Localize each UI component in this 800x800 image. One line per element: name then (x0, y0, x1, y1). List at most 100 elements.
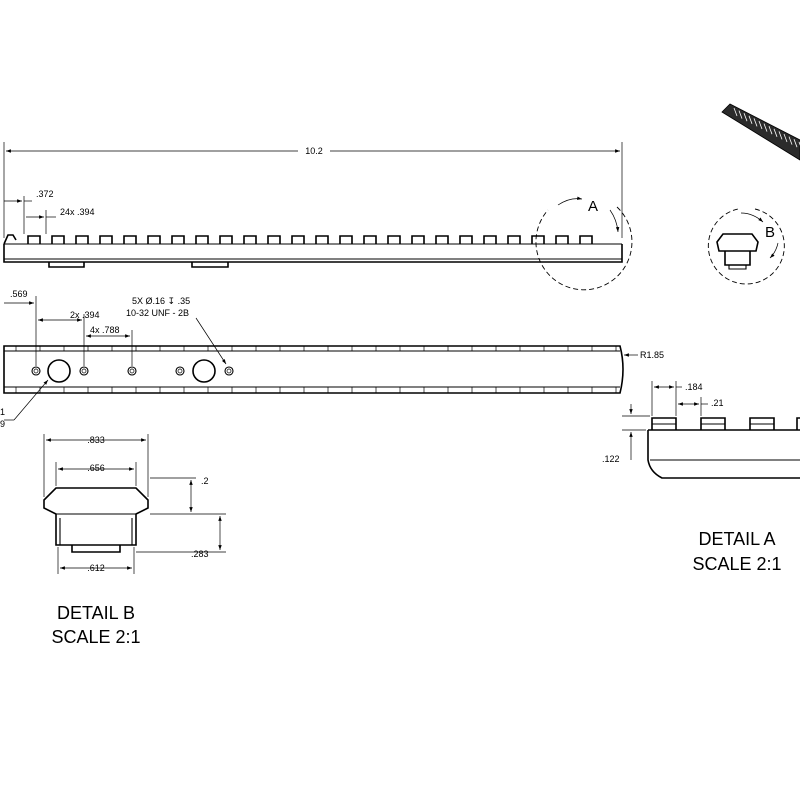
iso-slot-line (783, 133, 788, 143)
top-width-label: .833 (87, 435, 105, 445)
detail-a-title: DETAIL A (698, 529, 775, 549)
detail-a-scale: SCALE 2:1 (692, 554, 781, 574)
side-view: 5X Ø.16 ↧ .35 10-32 UNF - 2B .569 2x .39… (0, 289, 664, 429)
rail-outline (3, 244, 623, 263)
detail-b-scale: SCALE 2:1 (51, 627, 140, 647)
detail-b: .833 .656 .2 .283 .612 DETAIL B SCALE 2:… (43, 434, 226, 647)
rail-slot (363, 235, 377, 244)
first-slot-offset-label: .372 (36, 189, 54, 199)
rail-slot (99, 235, 113, 244)
iso-slot-line (773, 128, 778, 137)
threaded-hole-inner (129, 368, 135, 374)
detail-a-profile (647, 429, 800, 479)
detail-b-circle (707, 208, 785, 285)
counterbore-leader (13, 379, 49, 421)
rail-side-outline (3, 345, 624, 394)
threaded-hole-inner (33, 368, 39, 374)
overall-length-label: 10.2 (305, 146, 323, 156)
iso-slot-line (768, 126, 773, 135)
detail-b-callout: B (765, 224, 775, 241)
iso-slot-line (758, 120, 763, 130)
iso-section-foot (728, 265, 747, 270)
rail-slot (555, 235, 569, 244)
rail-slots (4, 235, 622, 245)
threaded-hole (79, 366, 89, 376)
rail-slot (483, 235, 497, 244)
iso-slot-line (743, 113, 748, 122)
rail-slot (75, 235, 89, 244)
iso-slot-line (753, 118, 758, 127)
detail-b-foot (71, 545, 121, 553)
iso-section (716, 233, 759, 252)
rail-slot (339, 235, 353, 244)
hole-offset-label: .569 (10, 289, 28, 299)
rail-slot (147, 235, 161, 244)
detail-b-title: DETAIL B (57, 603, 135, 623)
rail-slot (123, 235, 137, 244)
slot-pitch-label: 24x .394 (60, 207, 95, 217)
detail-a-tooth (796, 417, 800, 430)
rail-slot (387, 235, 401, 244)
bottom-width-label: .612 (87, 563, 105, 573)
rail-slot (507, 235, 521, 244)
bevel-height-label: .2 (201, 476, 209, 486)
iso-rail-body (721, 103, 800, 161)
threaded-hole-inner (81, 368, 87, 374)
radius-label: R1.85 (640, 350, 664, 360)
view-arrow (740, 212, 764, 223)
slot-depth-label: .122 (602, 454, 620, 464)
rail-slot (219, 235, 233, 244)
hole-note-line2: 10-32 UNF - 2B (126, 308, 189, 318)
slot-width-label: .184 (685, 382, 703, 392)
rail-slot (579, 235, 593, 244)
threaded-hole (31, 366, 41, 376)
view-arrow (609, 209, 620, 233)
hole-pitch-small-label: 2x .394 (70, 310, 100, 320)
threaded-hole-inner (177, 368, 183, 374)
rail-slot (459, 235, 473, 244)
detail-a-circle (535, 206, 633, 291)
rail-slot (315, 235, 329, 244)
threaded-hole (224, 366, 234, 376)
detail-a-callout: A (588, 198, 598, 215)
rail-slot (51, 235, 65, 244)
rail-slot (243, 235, 257, 244)
iso-section-stem (724, 251, 751, 266)
leader-label-partial: 9 (0, 419, 5, 429)
rail-slot (531, 235, 545, 244)
counterbore-hole (47, 359, 71, 383)
hole-pitch-large-label: 4x .788 (90, 325, 120, 335)
body-height-label: .283 (191, 549, 209, 559)
iso-slot-line (738, 110, 743, 119)
view-arrow (769, 242, 779, 259)
detail-a: .184 .21 .122 DETAIL A SCALE 2:1 (602, 381, 800, 574)
counterbore-hole (192, 359, 216, 383)
top-flat-width-label: .656 (87, 463, 105, 473)
view-arrow (557, 196, 583, 206)
iso-slot-line (793, 139, 798, 148)
rail-foot (48, 262, 85, 268)
slot-spacing-label: .21 (711, 398, 724, 408)
rail-slot (411, 235, 425, 244)
iso-view: B (707, 103, 800, 285)
rail-end-chamfer (3, 234, 17, 245)
iso-slot-line (733, 107, 738, 117)
iso-slot-line (763, 123, 768, 132)
threaded-hole (127, 366, 137, 376)
threaded-hole (175, 366, 185, 376)
hole-note-line1: 5X Ø.16 ↧ .35 (132, 296, 190, 306)
rail-slot (195, 235, 209, 244)
iso-slot-line (778, 131, 783, 140)
rail-slot (267, 235, 281, 244)
detail-b-profile (43, 487, 149, 546)
iso-slot-line (788, 136, 793, 145)
top-view: 10.2 .372 24x .394 A (3, 142, 633, 291)
leader-label-partial: 1 (0, 407, 5, 417)
rail-slot (291, 235, 305, 244)
hole-note-leader (195, 317, 227, 365)
rail-slot (435, 235, 449, 244)
rail-slot-edges (15, 346, 617, 393)
threaded-hole-inner (226, 368, 232, 374)
rail-slot (171, 235, 185, 244)
